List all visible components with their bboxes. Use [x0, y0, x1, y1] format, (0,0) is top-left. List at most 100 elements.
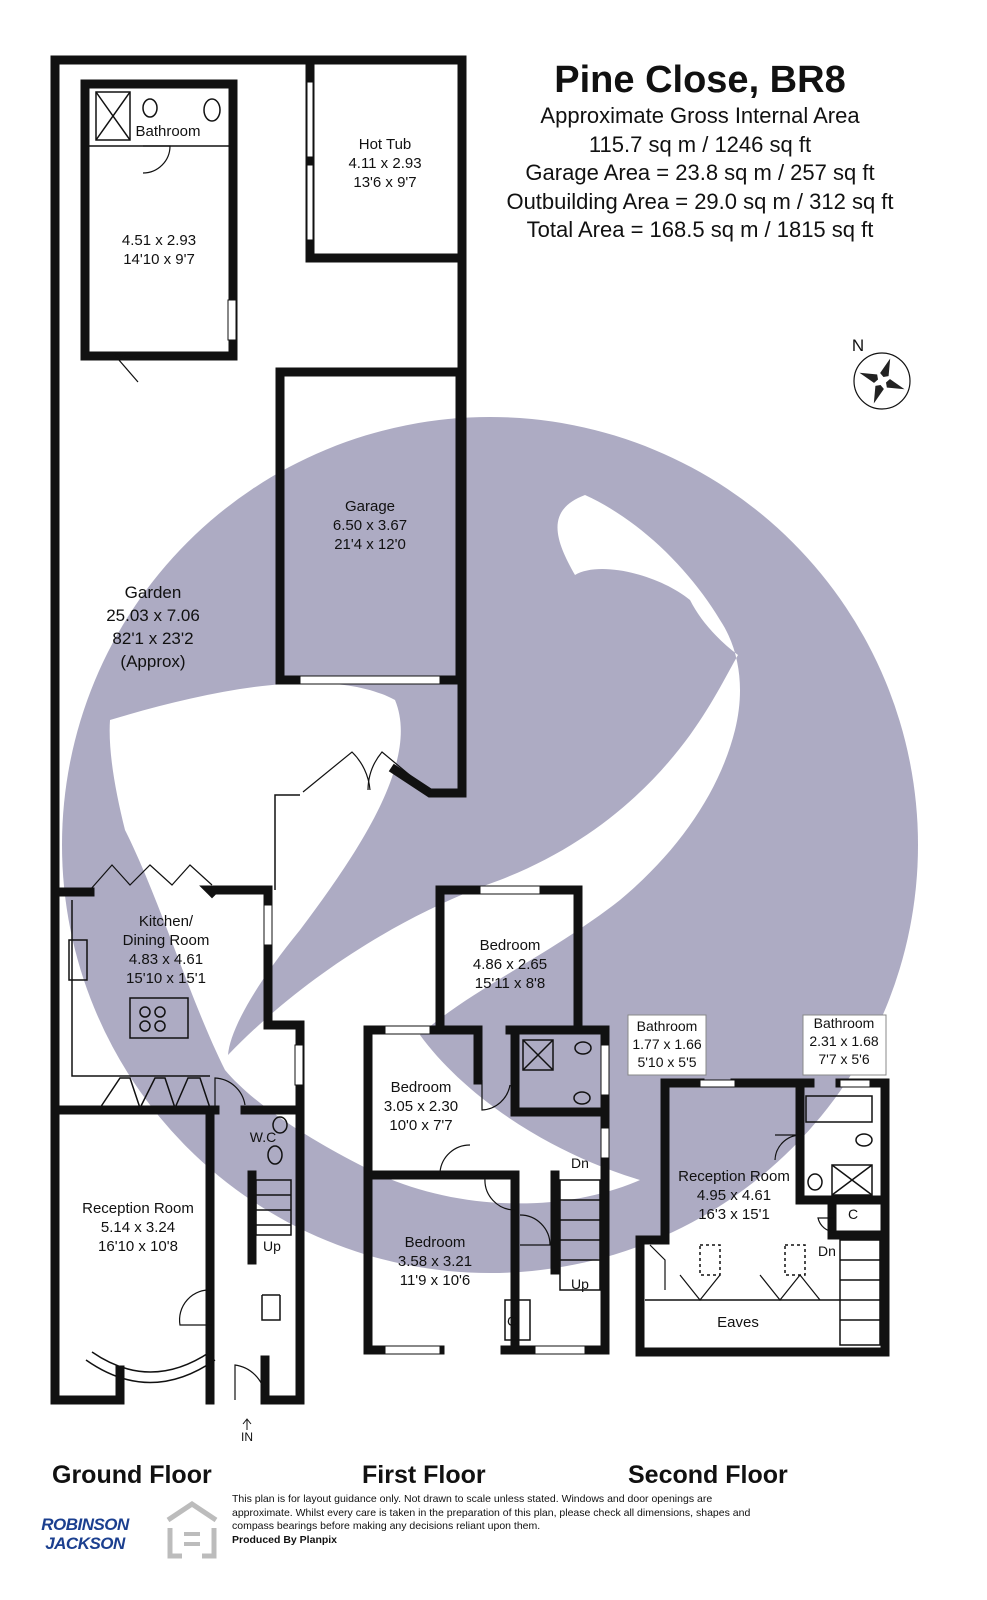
first-floor-plan [363, 885, 610, 1355]
bedroom-top-name: Bedroom [480, 937, 541, 954]
second-floor-walls [635, 1078, 890, 1357]
first-bathroom-label-box [627, 1014, 707, 1076]
bath [805, 1095, 873, 1123]
hot-tub-metric: 4.11 x 2.93 [348, 155, 421, 172]
second-bathroom-imperial: 7'7 x 5'6 [818, 1051, 869, 1067]
house-ground-east-wall [199, 885, 305, 1405]
garage-area: Garage Area = 23.8 sq m / 257 sq ft [525, 160, 875, 185]
second-bathroom-label-box [802, 1014, 887, 1076]
reception-ground-imperial: 16'10 x 10'8 [98, 1238, 178, 1255]
bedroom-mid-imperial: 10'0 x 7'7 [389, 1117, 452, 1134]
property-title: Pine Close, BR8 [554, 59, 846, 101]
second-cupboard-door [817, 1217, 836, 1233]
bedroom-low-window [384, 1345, 441, 1355]
bedroom-mid-name: Bedroom [391, 1079, 452, 1096]
under-stair-cupboard [261, 1294, 281, 1321]
second-bathroom-door [774, 1134, 801, 1161]
first-shower [522, 1039, 554, 1071]
bedroom-mid-window [384, 1025, 431, 1035]
floor-label-ground: Ground Floor [52, 1461, 212, 1489]
hot-tub-opening-1 [306, 81, 314, 158]
kitchen-imperial: 15'10 x 15'1 [126, 970, 206, 987]
landing-window [534, 1345, 586, 1355]
reception-ground-name: Reception Room [82, 1200, 194, 1217]
first-toilet [573, 1091, 591, 1105]
eaves-doors [679, 1274, 821, 1301]
garden-inner-boundary [274, 794, 300, 890]
second-dn-label: Dn [818, 1243, 836, 1259]
landing-side-window [600, 1127, 610, 1159]
first-cupboard-label: C [507, 1313, 517, 1329]
planpix-logo-icon [166, 1500, 218, 1559]
title-block: Pine Close, BR8 Approximate Gross Intern… [460, 58, 940, 245]
bedroom-top-imperial: 15'11 x 8'8 [475, 975, 546, 992]
first-up-label: Up [571, 1276, 589, 1292]
garden-imperial: 82'1 x 23'2 [112, 629, 193, 648]
disclaimer-text: This plan is for layout guidance only. N… [232, 1493, 751, 1532]
skylight-2 [784, 1244, 806, 1276]
bedroom-top-metric: 4.86 x 2.65 [473, 956, 547, 973]
outbuilding-bathroom-name: Bathroom [135, 123, 200, 140]
bedroom-low-name: Bedroom [405, 1234, 466, 1251]
outbuilding-bathroom-door [142, 145, 171, 174]
gross-area-label: Approximate Gross Internal Area [540, 103, 860, 128]
total-area: Total Area = 168.5 sq m / 1815 sq ft [526, 217, 874, 242]
garden-name: Garden [125, 583, 182, 602]
bedroom-mid-metric: 3.05 x 2.30 [384, 1098, 458, 1115]
second-bathroom-walls [795, 1083, 885, 1205]
ground-up-label: Up [263, 1238, 281, 1254]
wc-name: W.C [250, 1129, 276, 1145]
entrance-label: IN [241, 1430, 253, 1444]
toilet-outbuilding [142, 98, 158, 118]
second-shower [831, 1164, 873, 1196]
compass-north-label: N [852, 336, 864, 355]
floor-label-first: First Floor [362, 1461, 486, 1489]
garage-door [299, 675, 441, 685]
front-door [234, 1364, 266, 1400]
wc-basin [272, 1116, 288, 1134]
garage-name: Garage [345, 498, 395, 515]
reception-second-imperial: 16'3 x 15'1 [698, 1206, 770, 1223]
kitchen-side-window [294, 1044, 304, 1086]
agent-logo-line1: ROBINSON [41, 1515, 129, 1534]
hot-tub-name: Hot Tub [359, 136, 412, 153]
kitchen-name-line1: Kitchen/ [139, 913, 194, 930]
first-bathroom-window [600, 1044, 610, 1096]
agent-logo-line2: JACKSON [45, 1534, 125, 1553]
skylight-1 [699, 1244, 721, 1276]
hall-door [214, 1077, 246, 1110]
second-bathroom-metric: 2.31 x 1.68 [809, 1033, 878, 1049]
shower-tray-outbuilding [95, 91, 131, 141]
kitchen-worktop [71, 900, 210, 1077]
second-side-cupboard [649, 1244, 666, 1290]
outbuilding-area: Outbuilding Area = 29.0 sq m / 312 sq ft [506, 188, 894, 214]
agent-logo: ROBINSON JACKSON [40, 1515, 130, 1553]
house-ground-west-wall [50, 887, 125, 1405]
bedroom-mid-door [481, 1080, 511, 1111]
reception-ground-metric: 5.14 x 3.24 [101, 1219, 175, 1236]
reception-second-metric: 4.95 x 4.61 [697, 1187, 771, 1204]
second-window-2 [839, 1079, 871, 1088]
outbuilding-imperial: 14'10 x 9'7 [123, 251, 195, 268]
second-toilet [807, 1173, 823, 1191]
kitchen-units [99, 1077, 211, 1109]
first-bathroom-name: Bathroom [637, 1018, 698, 1034]
bay-window-outer [85, 1359, 216, 1384]
kitchen-metric: 4.83 x 4.61 [129, 951, 203, 968]
produced-by: Produced By Planpix [232, 1533, 338, 1546]
reception-door [178, 1289, 213, 1326]
first-basin [574, 1041, 592, 1055]
kitchen-name-line2: Dining Room [123, 932, 210, 949]
garage-side-door-left [302, 751, 371, 793]
kitchen-window [263, 904, 273, 946]
outbuilding-metric: 4.51 x 2.93 [122, 232, 196, 249]
eaves-name: Eaves [717, 1314, 759, 1331]
first-bathroom-walls [510, 1025, 610, 1117]
garden-metric: 25.03 x 7.06 [106, 606, 200, 625]
landing-door [519, 1214, 551, 1246]
first-cupboard [504, 1299, 531, 1341]
basin-outbuilding [203, 98, 221, 122]
bifold-doors-kitchen [89, 864, 213, 891]
outbuilding-walls [80, 79, 238, 361]
